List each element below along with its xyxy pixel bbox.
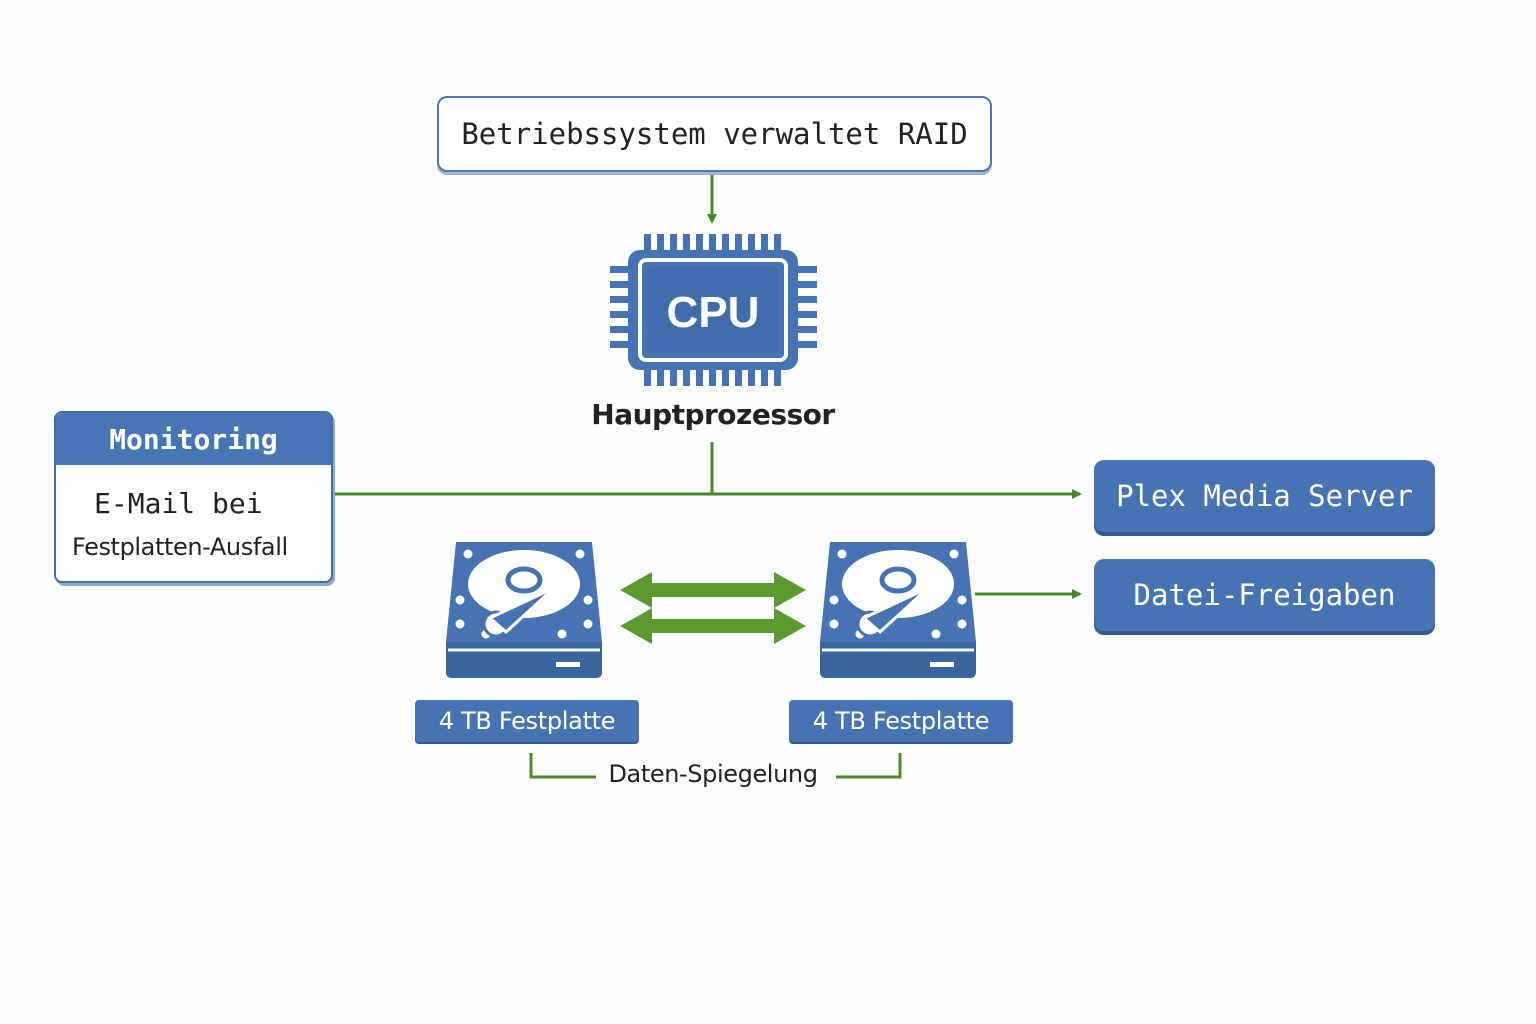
disk-label-right: 4 TB Festplatte: [789, 700, 1013, 742]
monitoring-card: Monitoring E-Mail bei Festplatten-Ausfal…: [54, 411, 333, 583]
monitoring-text-line1: E-Mail bei: [94, 487, 263, 520]
mirror-arrows: [620, 572, 806, 644]
monitoring-title: Monitoring: [56, 413, 331, 465]
disk-label-left: 4 TB Festplatte: [415, 700, 639, 742]
file-shares-label: Datei-Freigaben: [1133, 578, 1396, 612]
hard-disk-icon: [820, 542, 976, 678]
hard-disk-icon: [446, 542, 602, 678]
mirror-arrow-top: [620, 572, 806, 608]
mirror-bracket-left: [529, 753, 596, 779]
cpu-chip-icon: CPU: [610, 234, 817, 386]
monitoring-text-line2: Festplatten-Ausfall: [72, 533, 288, 561]
cpu-caption: Hauptprozessor: [591, 398, 835, 431]
file-shares-box: Datei-Freigaben: [1094, 559, 1435, 631]
mirror-arrow-bottom: [620, 608, 806, 644]
plex-media-server-label: Plex Media Server: [1116, 479, 1413, 513]
plex-media-server-box: Plex Media Server: [1094, 460, 1435, 532]
os-raid-box: Betriebssystem verwaltet RAID: [437, 96, 992, 172]
os-raid-label: Betriebssystem verwaltet RAID: [461, 117, 968, 151]
mirror-bracket-right: [836, 753, 902, 779]
mirror-caption: Daten-Spiegelung: [608, 760, 818, 788]
cpu-chip-label: CPU: [667, 288, 760, 337]
